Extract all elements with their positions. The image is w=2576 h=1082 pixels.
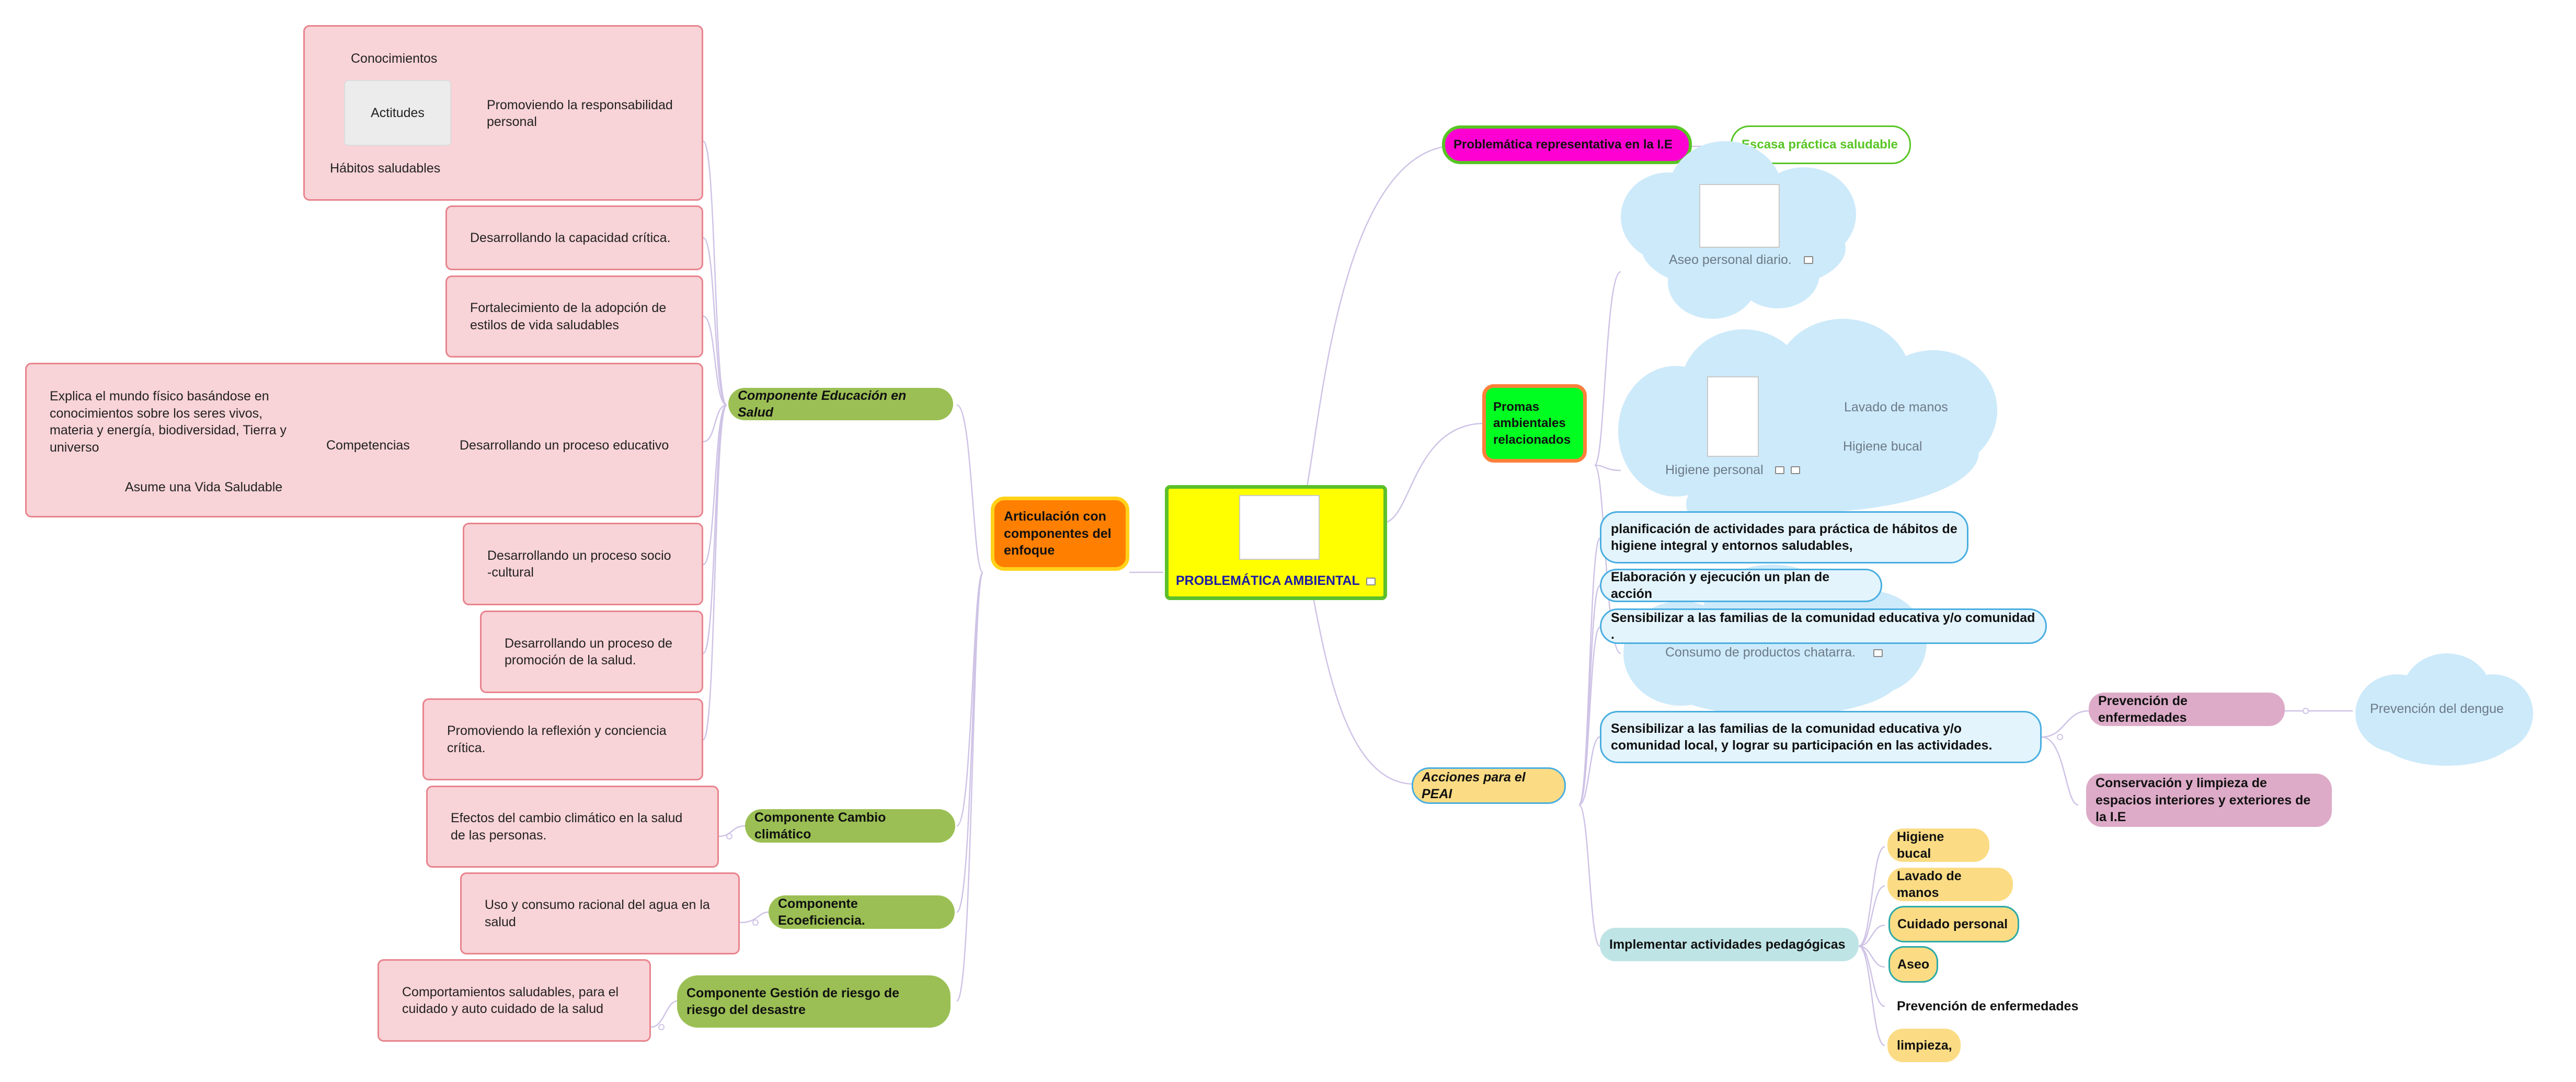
impl-prevencion[interactable]: Prevención de enfermedades: [1897, 998, 2079, 1014]
cambio-climatico-child[interactable]: Efectos del cambio climático en la salud…: [426, 786, 719, 868]
socio-cultural-node[interactable]: Desarrollando un proceso socio -cultural: [463, 523, 703, 605]
componente-educacion-label: Componente Educación en Salud: [738, 388, 907, 420]
lavado-manos-cloud-label: Lavado de manos: [1844, 400, 1948, 415]
higiene-bucal-cloud-label: Higiene bucal: [1843, 439, 1922, 454]
link-icon: [1791, 466, 1800, 474]
conservacion-node[interactable]: Conservación y limpieza de espacios inte…: [2086, 774, 2332, 827]
higiene-personal-label: Higiene personal: [1665, 463, 1764, 477]
impl-higiene-bucal[interactable]: Higiene bucal: [1887, 828, 1989, 862]
articulacion-label: Articulación con componentes del enfoque: [1004, 509, 1112, 558]
proceso-educativo-item[interactable]: Desarrollando un proceso educativo: [460, 438, 669, 453]
componente-ecoeficiencia-node[interactable]: Componente Ecoeficiencia.: [769, 895, 955, 929]
cloud-dengue[interactable]: Prevención del dengue: [2355, 653, 2536, 766]
broken-image-icon: [1239, 495, 1320, 560]
capacidad-critica-node[interactable]: Desarrollando la capacidad crítica.: [445, 205, 703, 270]
broken-image-icon: [1707, 376, 1759, 457]
acciones-node[interactable]: Acciones para el PEAI: [1412, 767, 1566, 804]
group-proceso-educativo[interactable]: Explica el mundo físico basándose en con…: [25, 363, 703, 517]
impl-aseo[interactable]: Aseo: [1888, 946, 1938, 983]
articulacion-node[interactable]: Articulación con componentes del enfoque: [991, 497, 1129, 571]
elaboracion-node[interactable]: Elaboración y ejecución un plan de acció…: [1600, 569, 1882, 602]
riesgo-child[interactable]: Comportamientos saludables, para el cuid…: [377, 959, 651, 1042]
componente-cambio-climatico-node[interactable]: Componente Cambio climático: [745, 809, 955, 843]
ecoeficiencia-child[interactable]: Uso y consumo racional del agua en la sa…: [460, 872, 740, 954]
prevencion-enfermedades-node[interactable]: Prevención de enfermedades: [2089, 693, 2285, 726]
central-topic[interactable]: PROBLEMÁTICA AMBIENTAL: [1165, 485, 1387, 600]
actitudes-item[interactable]: Actitudes: [344, 80, 451, 146]
broken-image-icon: [1699, 184, 1780, 248]
conocimientos-item[interactable]: Conocimientos: [351, 51, 438, 66]
note-icon: [1804, 256, 1813, 264]
planificacion-node[interactable]: planificación de actividades para prácti…: [1600, 511, 1968, 563]
central-title: PROBLEMÁTICA AMBIENTAL: [1176, 573, 1360, 588]
habitos-item[interactable]: Hábitos saludables: [330, 160, 441, 176]
dengue-label: Prevención del dengue: [2370, 701, 2504, 716]
sensibilizar-node[interactable]: Sensibilizar a las familias de la comuni…: [1600, 608, 2047, 644]
sensibilizar-local-node[interactable]: Sensibilizar a las familias de la comuni…: [1600, 711, 2042, 763]
impl-cuidado-personal[interactable]: Cuidado personal: [1888, 906, 2019, 942]
componente-riesgo-node[interactable]: Componente Gestión de riesgo de riesgo d…: [677, 975, 951, 1028]
componente-educacion-node[interactable]: Componente Educación en Salud: [728, 388, 953, 420]
note-icon: [1873, 649, 1883, 657]
promas-node[interactable]: Promas ambientales relacionados: [1482, 384, 1587, 463]
impl-lavado-manos[interactable]: Lavado de manos: [1887, 868, 2013, 901]
competencias-item[interactable]: Competencias: [326, 438, 410, 453]
explica-mundo-item[interactable]: Explica el mundo físico basándose en con…: [50, 389, 287, 455]
responsabilidad-item[interactable]: Promoviendo la responsabilidad personal: [487, 97, 673, 130]
chatarra-label: Consumo de productos chatarra.: [1665, 645, 1856, 660]
note-icon: [1775, 466, 1784, 474]
impl-limpieza[interactable]: limpieza,: [1887, 1029, 1961, 1062]
cloud-aseo[interactable]: Aseo personal diario.: [1621, 141, 1859, 319]
implementar-node[interactable]: Implementar actividades pedagógicas: [1600, 928, 1859, 961]
reflexion-node[interactable]: Promoviendo la reflexión y conciencia cr…: [422, 698, 703, 780]
problematica-node[interactable]: Problemática representativa en la I.E: [1442, 125, 1692, 164]
group-responsabilidad[interactable]: Conocimientos Actitudes Hábitos saludabl…: [303, 25, 703, 201]
aseo-label: Aseo personal diario.: [1669, 252, 1792, 267]
estilos-vida-node[interactable]: Fortalecimiento de la adopción de estilo…: [445, 275, 703, 358]
promocion-salud-node[interactable]: Desarrollando un proceso de promoción de…: [480, 611, 703, 693]
vida-saludable-item[interactable]: Asume una Vida Saludable: [125, 479, 283, 494]
note-icon: [1366, 577, 1376, 585]
